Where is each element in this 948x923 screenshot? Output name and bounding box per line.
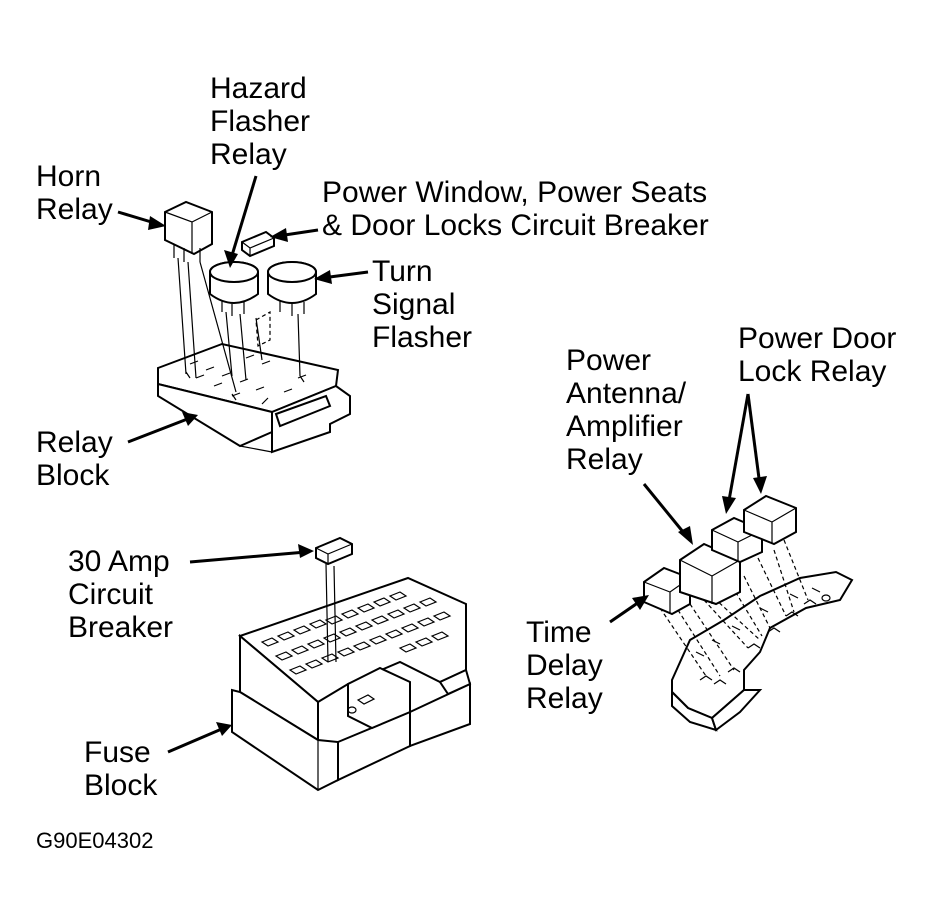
leader-arrows (117, 175, 767, 754)
fuse-block-label: Fuse Block (84, 736, 158, 802)
power-door-lock-relay-label: Power Door Lock Relay (738, 322, 897, 388)
power-window-breaker-part (241, 230, 275, 258)
time-delay-relay-label: Time Delay Relay (526, 616, 603, 715)
door-lock-relay-part-2 (743, 494, 797, 546)
relay-block (157, 342, 351, 454)
circuit-breaker-30amp-label: 30 Amp Circuit Breaker (68, 545, 174, 644)
figure-code: G90E04302 (36, 828, 154, 853)
hazard-flasher-relay-label: Hazard Flasher Relay (210, 72, 311, 171)
horn-relay-part (164, 200, 237, 393)
horn-relay-label: Horn Relay (36, 160, 113, 226)
relay-block-label: Relay Block (36, 426, 113, 492)
fuse-block (231, 576, 472, 792)
power-antenna-relay-part (679, 542, 741, 606)
hazard-flasher-part (209, 261, 259, 381)
circuit-breaker-30amp-part (315, 536, 353, 663)
turn-signal-flasher-label: Turn Signal Flasher (372, 255, 473, 354)
power-antenna-relay-label: Power Antenna/ Amplifier Relay (566, 344, 687, 476)
relay-bracket (659, 539, 854, 732)
turn-signal-part (255, 261, 317, 377)
power-window-breaker-label: Power Window, Power Seats & Door Locks C… (322, 176, 709, 242)
